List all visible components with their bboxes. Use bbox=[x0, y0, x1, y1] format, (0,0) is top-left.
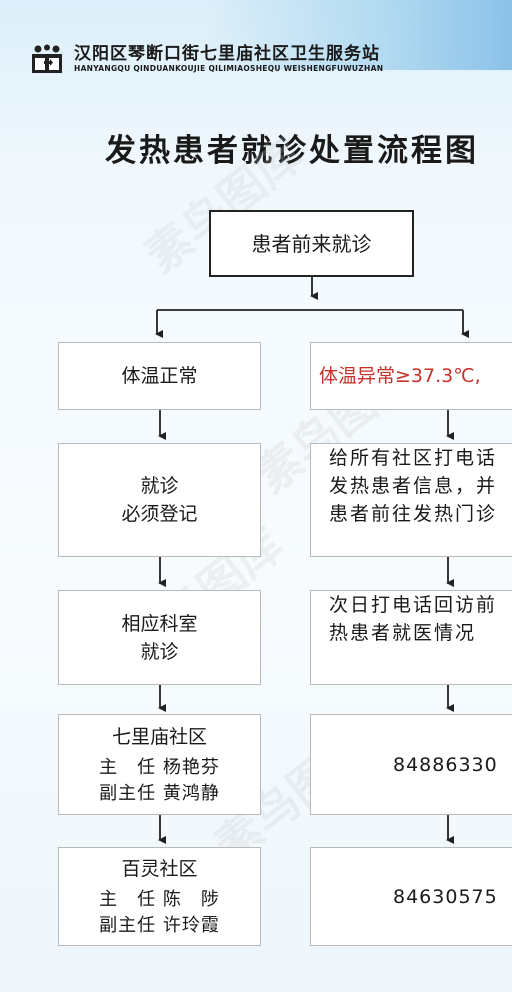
org-pinyin: HANYANGQU QINDUANKOUJIE QILIMIAOSHEQU WE… bbox=[74, 64, 384, 73]
registration-line2: 必须登记 bbox=[121, 503, 198, 525]
community2-director: 主 任 陈 陟 bbox=[99, 888, 220, 910]
phone1-box: 84886330 bbox=[310, 714, 512, 815]
community1-deputy: 副主任 黄鸿静 bbox=[99, 782, 220, 804]
community2-name: 百灵社区 bbox=[121, 857, 198, 880]
registration-line1: 就诊 bbox=[140, 475, 179, 497]
community2-box: 百灵社区 主 任 陈 陟 副主任 许玲霞 bbox=[58, 847, 261, 946]
followup-line1: 次日打电话回访前 bbox=[329, 594, 498, 616]
notify-line1: 给所有社区打电话 bbox=[329, 447, 498, 469]
community1-director: 主 任 杨艳芬 bbox=[99, 756, 220, 778]
phone1-number: 84886330 bbox=[393, 753, 498, 776]
flow-start-box: 患者前来就诊 bbox=[209, 210, 414, 277]
phone2-box: 84630575 bbox=[310, 847, 512, 946]
abnormal-temperature-label: 体温异常≥37.3℃, bbox=[319, 365, 481, 387]
department-box: 相应科室 就诊 bbox=[58, 590, 261, 685]
department-line2: 就诊 bbox=[140, 640, 179, 663]
normal-temperature-box: 体温正常 bbox=[58, 342, 261, 410]
notify-line3: 患者前往发热门诊 bbox=[329, 503, 498, 525]
notify-line2: 发热患者信息，并 bbox=[329, 475, 498, 497]
department-line1: 相应科室 bbox=[121, 612, 198, 635]
health-station-logo-icon bbox=[32, 44, 62, 73]
community2-deputy: 副主任 许玲霞 bbox=[99, 914, 220, 936]
followup-call-box: 次日打电话回访前 热患者就医情况 bbox=[310, 590, 512, 685]
community1-name: 七里庙社区 bbox=[111, 725, 207, 748]
page-title: 发热患者就诊处置流程图 bbox=[105, 133, 479, 169]
org-name: 汉阳区琴断口街七里庙社区卫生服务站 bbox=[74, 44, 380, 64]
followup-line2: 热患者就医情况 bbox=[329, 622, 477, 644]
registration-box: 就诊 必须登记 bbox=[58, 443, 261, 557]
header: 汉阳区琴断口街七里庙社区卫生服务站 HANYANGQU QINDUANKOUJI… bbox=[30, 44, 383, 74]
abnormal-temperature-box: 体温异常≥37.3℃, bbox=[310, 342, 512, 410]
normal-temperature-label: 体温正常 bbox=[121, 365, 198, 387]
header-wave-decoration bbox=[0, 0, 512, 70]
notify-community-box: 给所有社区打电话 发热患者信息，并 患者前往发热门诊 bbox=[310, 443, 512, 557]
community1-box: 七里庙社区 主 任 杨艳芬 副主任 黄鸿静 bbox=[58, 714, 261, 815]
phone2-number: 84630575 bbox=[393, 885, 498, 908]
start-label: 患者前来就诊 bbox=[251, 231, 372, 256]
